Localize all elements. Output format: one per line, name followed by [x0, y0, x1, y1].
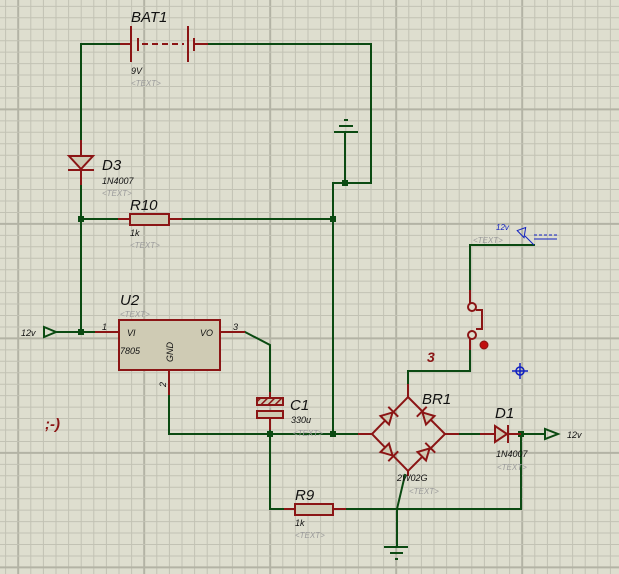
- u2-pin2-num: 2: [158, 382, 168, 388]
- wire[interactable]: [332, 182, 346, 435]
- bat1-value: 9V: [131, 66, 143, 76]
- br1-text: <TEXT>: [409, 487, 439, 496]
- wire[interactable]: [469, 244, 535, 291]
- gen-text: <TEXT>: [473, 236, 503, 245]
- wire[interactable]: [396, 473, 407, 546]
- c1-value: 330u: [291, 415, 311, 425]
- in-12v-label: 12v: [21, 328, 36, 338]
- r10-value: 1k: [130, 228, 140, 238]
- wire[interactable]: [243, 330, 271, 393]
- push-switch[interactable]: [467, 290, 489, 350]
- br1-ref: BR1: [422, 391, 451, 408]
- junction-dot: [78, 329, 84, 335]
- ground-icon[interactable]: [334, 119, 358, 133]
- c1-ref: C1: [290, 397, 309, 414]
- wires: [55, 43, 546, 546]
- d1-ref: D1: [495, 405, 514, 422]
- r9-value: 1k: [295, 518, 305, 528]
- d1-text: <TEXT>: [497, 463, 527, 472]
- capacitor-c1[interactable]: C1 330u <TEXT>: [256, 392, 323, 438]
- resistor-r10[interactable]: R10 1k <TEXT>: [118, 197, 182, 250]
- r10-ref: R10: [130, 197, 158, 214]
- r10-text: <TEXT>: [130, 241, 160, 250]
- bat1-text: <TEXT>: [131, 79, 161, 88]
- input-terminal-12v[interactable]: 12v: [21, 325, 59, 339]
- u2-pin1-num: 1: [102, 322, 107, 332]
- switch-actuator-icon[interactable]: [479, 340, 489, 350]
- u2-ref: U2: [120, 292, 140, 309]
- output-terminal-12v[interactable]: 12v: [544, 427, 582, 441]
- wire[interactable]: [207, 43, 372, 184]
- c1-text: <TEXT>: [293, 429, 323, 438]
- u2-pin-vi: VI: [127, 328, 136, 338]
- resistor-r9[interactable]: R9 1k <TEXT>: [284, 487, 346, 540]
- terminal-arrow-icon: [544, 427, 561, 441]
- u2-text: <TEXT>: [120, 310, 150, 319]
- bridge-rectifier-br1[interactable]: BR1 2W02G <TEXT>: [358, 384, 459, 496]
- terminal-arrow-icon: [43, 325, 59, 339]
- wire[interactable]: [407, 349, 471, 385]
- d3-text: <TEXT>: [102, 189, 132, 198]
- d3-ref: D3: [102, 157, 122, 174]
- junction-dot: [78, 216, 84, 222]
- junction-dot: [330, 216, 336, 222]
- diode-d1[interactable]: D1 1N4007 <TEXT>: [480, 405, 529, 472]
- annotation-smiley: ;-): [45, 416, 60, 433]
- u2-pin3-num: 3: [233, 322, 238, 332]
- d3-value: 1N4007: [102, 176, 135, 186]
- junction-dot: [330, 431, 336, 437]
- u2-pin-vo: VO: [200, 328, 213, 338]
- r9-ref: R9: [295, 487, 315, 504]
- u2-value: 7805: [120, 346, 141, 356]
- out-12v-label: 12v: [567, 430, 582, 440]
- d1-value: 1N4007: [496, 449, 529, 459]
- diode-d3[interactable]: D3 1N4007 <TEXT>: [66, 140, 135, 198]
- br1-value: 2W02G: [396, 473, 428, 483]
- r9-text: <TEXT>: [295, 531, 325, 540]
- regulator-u2[interactable]: U2 <TEXT> VI VO 7805 GND 1 2 3: [95, 292, 245, 395]
- generator-12v[interactable]: 12v <TEXT>: [473, 223, 557, 246]
- crosshair-probe-icon[interactable]: [512, 363, 528, 379]
- gen-12v-label: 12v: [496, 223, 510, 232]
- wire[interactable]: [345, 433, 522, 510]
- junction-dot: [342, 180, 348, 186]
- ground-icon[interactable]: [384, 546, 408, 560]
- wire[interactable]: [168, 394, 359, 435]
- battery-bat1[interactable]: BAT1 9V <TEXT>: [120, 9, 208, 88]
- junction-dot: [267, 431, 273, 437]
- bat1-ref: BAT1: [131, 9, 167, 26]
- u2-pin-gnd: GND: [165, 342, 175, 363]
- node-label-3: 3: [427, 349, 435, 365]
